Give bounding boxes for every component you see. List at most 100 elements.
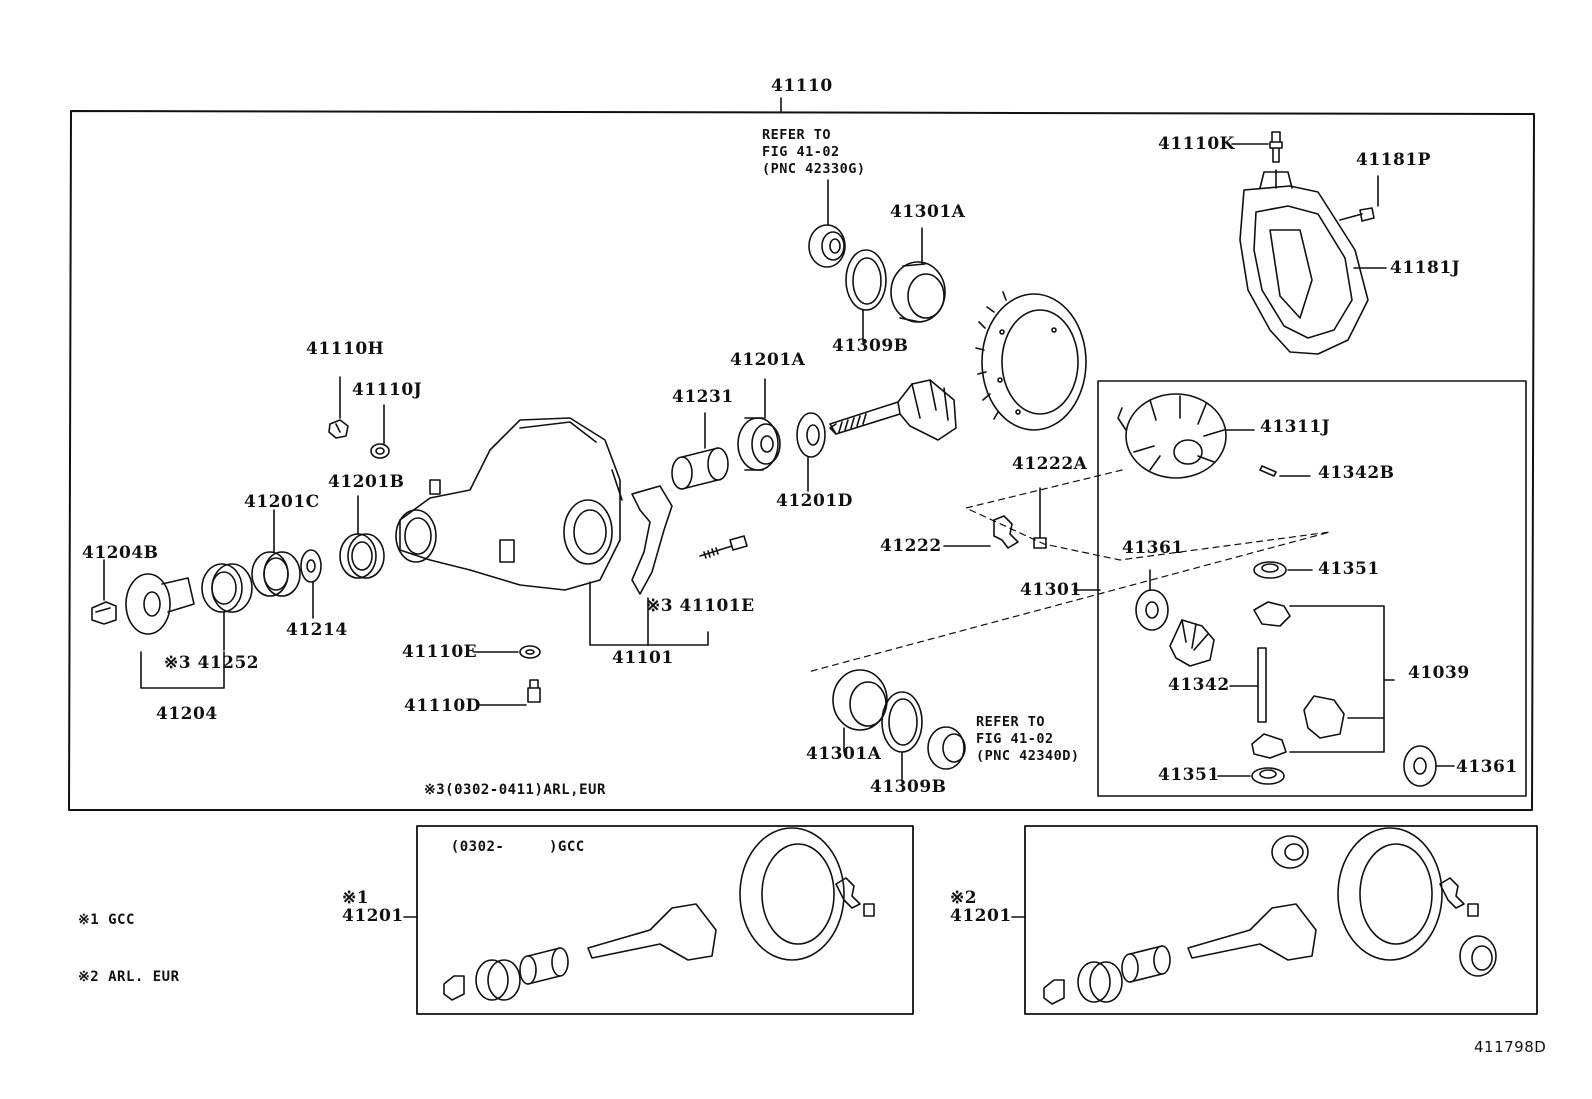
ring-gear [975,291,1087,431]
bearing-41201B [339,533,385,579]
label-41309B-bottom: 41309B [870,777,947,797]
inset1-drawing [403,827,875,1001]
label-41201C: 41201C [244,492,320,512]
label-41110D: 41110D [404,696,481,716]
label-41110K: 41110K [1158,134,1235,154]
label-41110J: 41110J [352,380,423,400]
thrust-washer-41361-bottom [1403,745,1437,787]
note-3-line2: (0302- )GCC [424,839,585,855]
washer-41201D [796,412,826,458]
pinion-gear-bottom [1251,733,1287,759]
bearing-41301A-top [890,261,946,323]
refer-top-line1: REFER TO [762,127,832,143]
bearing-41301A-bottom [832,669,888,731]
thrust-washer-41361-top [1135,589,1169,631]
plug-41110D [527,679,541,703]
label-41201A: 41201A [730,350,806,370]
note-3: ※3(0302-0411)ARL,EUR (0302- )GCC [424,743,606,876]
carrier-housing [395,417,623,591]
label-41301: 41301 [1020,580,1082,600]
label-41039: 41039 [1408,663,1470,683]
bolt-41181P [1339,207,1375,222]
figure-id: 411798D [1474,1038,1547,1056]
pin-41342B [1259,465,1277,477]
bolt-41222A [1033,487,1047,549]
label-41342: 41342 [1168,675,1230,695]
oil-seal-41252 [201,563,253,613]
label-41301A-bottom: 41301A [806,744,882,764]
shaft-41342 [1257,647,1267,723]
inset2-mark: ※2 [950,888,978,908]
refer-bottom-line3: (PNC 42340D) [976,748,1080,764]
washer-41214 [300,549,322,583]
refer-bottom-line2: FIG 41-02 [976,731,1054,747]
refer-bottom: REFER TO FIG 41-02 (PNC 42340D) [976,714,1080,765]
label-41309B-top: 41309B [832,336,909,356]
inset-box-2 [1024,825,1538,1015]
spacer-41309B-bottom [881,691,923,753]
label-41301A-top: 41301A [890,202,966,222]
note-3-line1: ※3(0302-0411)ARL,EUR [424,782,606,798]
lock-plate-41222 [993,515,1019,549]
label-41201B: 41201B [328,472,405,492]
label-41110: 41110 [771,76,833,96]
refer-bottom-line1: REFER TO [976,714,1046,730]
breather-plug-41110K [1269,131,1283,163]
side-gear-left [1169,619,1215,667]
label-41110H: 41110H [306,339,385,359]
legend: ※1 GCC ※2 ARL. EUR [78,873,180,1006]
washer-41110E [519,645,541,659]
label-41181P: 41181P [1356,150,1431,170]
label-41101: 41101 [612,648,674,668]
label-41252: ※3 41252 [164,653,260,673]
nut-41204B [91,601,117,625]
spacer-41231 [671,447,729,490]
label-41231: 41231 [672,387,734,407]
rear-cover-41181J [1239,169,1369,355]
legend-line2: ※2 ARL. EUR [78,969,180,985]
main-frame [68,97,1535,811]
label-41222: 41222 [880,536,942,556]
refer-top-line3: (PNC 42330G) [762,161,866,177]
label-41222A: 41222A [1012,454,1088,474]
label-41204: 41204 [156,704,218,724]
washer-41351-top [1253,561,1287,579]
inset-box-1 [416,825,914,1015]
side-gear-right [1303,695,1345,739]
bearing-cap-41101 [631,485,673,595]
label-41201D: 41201D [776,491,853,511]
spacer-41309B-top [845,249,887,311]
label-41110E: 41110E [402,642,478,662]
label-41101E: ※3 41101E [646,596,755,616]
washer-41351-bottom [1251,767,1285,785]
label-41311J: 41311J [1260,417,1331,437]
dashed-guide [807,469,1331,673]
drive-pinion [829,379,957,441]
label-41214: 41214 [286,620,348,640]
label-41204B: 41204B [82,543,159,563]
bearing-41201C [251,551,301,597]
pinion-gear-top [1253,601,1291,627]
label-41361-bottom: 41361 [1456,757,1518,777]
differential-case-41311J [1117,393,1227,479]
refer-top: REFER TO FIG 41-02 (PNC 42330G) [762,127,866,178]
label-41361-top: 41361 [1122,538,1184,558]
label-41342B: 41342B [1318,463,1395,483]
oil-seal-bottom [927,726,966,770]
refer-top-line2: FIG 41-02 [762,144,840,160]
legend-line1: ※1 GCC [78,912,135,928]
inset1-label: 41201 [342,906,404,926]
label-41351-top: 41351 [1318,559,1380,579]
label-41351-bottom: 41351 [1158,765,1220,785]
oil-seal-top [808,224,846,268]
companion-flange-41204 [125,573,195,635]
inset2-label: 41201 [950,906,1012,926]
gasket-41110J [370,443,390,459]
inset2-drawing [1011,827,1497,1005]
plug-41110H [328,419,349,439]
bearing-41201A [737,417,781,471]
inset1-mark: ※1 [342,888,370,908]
label-41181J: 41181J [1390,258,1461,278]
bolt-41101E [699,535,748,559]
